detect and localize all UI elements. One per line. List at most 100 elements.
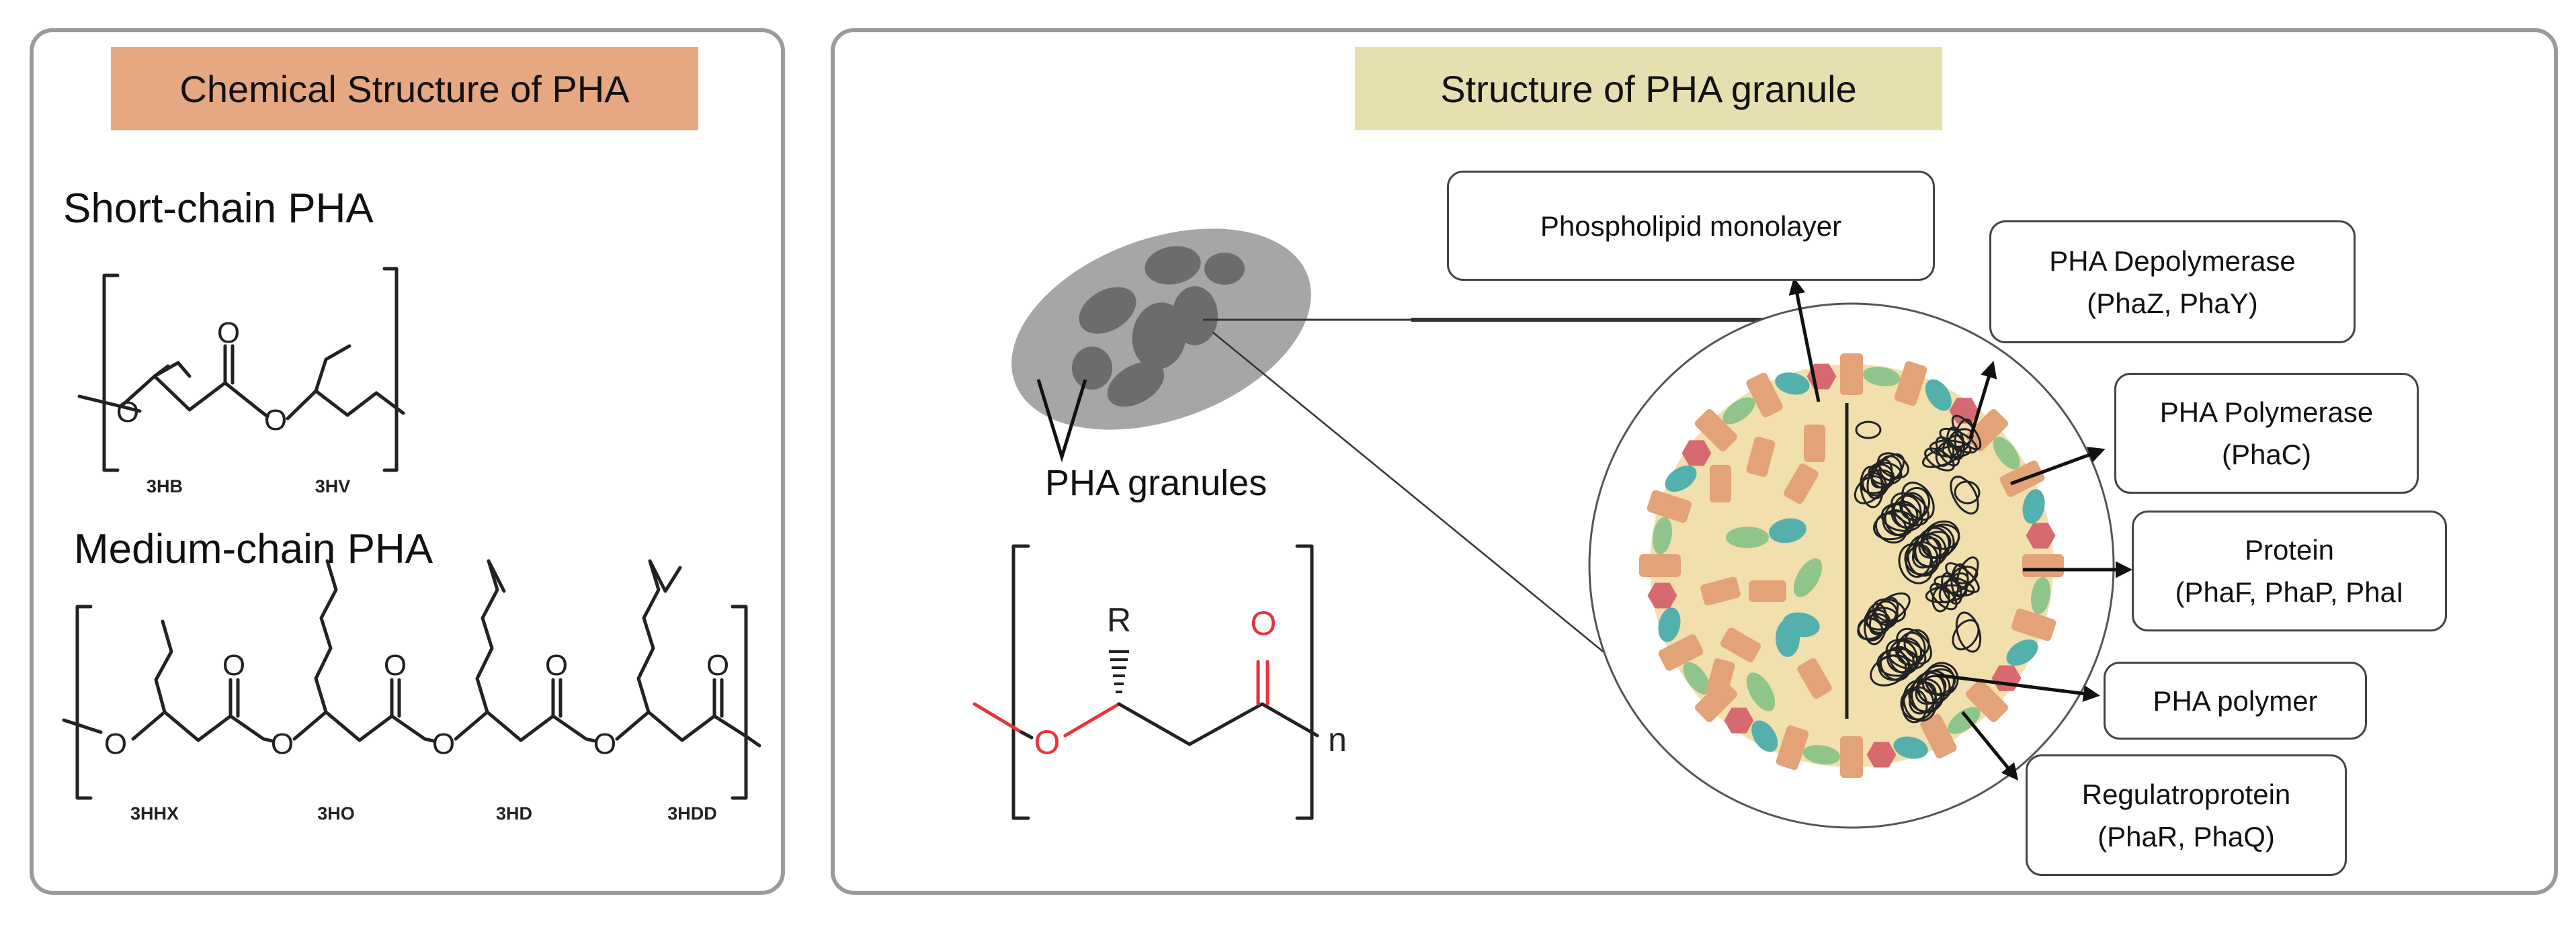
monomer-labels: 3HB 3HV 3HHX 3HO 3HD 3HDD xyxy=(130,476,717,824)
green-protein xyxy=(1793,558,1823,597)
teal-protein xyxy=(1893,736,1928,759)
phasin-protein xyxy=(1710,465,1731,502)
teal-protein xyxy=(1769,518,1806,543)
teal-protein xyxy=(2022,489,2045,524)
phasin-protein xyxy=(1797,658,1832,699)
callout-text: Phospholipid monolayer xyxy=(1540,210,1842,242)
phasin-protein xyxy=(1840,353,1863,395)
polymer-loop xyxy=(1868,461,1903,486)
phasin-protein xyxy=(1966,409,2008,451)
callout-subtext: (PhaZ, PhaY) xyxy=(2087,287,2258,319)
polymer-loop xyxy=(1922,445,1962,468)
phasin-protein xyxy=(1749,580,1786,602)
monomer-label: 3HV xyxy=(315,476,351,496)
atom-o: O xyxy=(222,649,245,682)
regulatory-protein xyxy=(1866,742,1897,768)
arrow-phospholipid xyxy=(1788,277,1821,402)
phasin-protein xyxy=(1966,680,2008,722)
callout-subtext: (PhaR, PhaQ) xyxy=(2097,820,2275,852)
polymer-loop xyxy=(1931,586,1950,613)
phasin-protein xyxy=(2022,554,2064,577)
phasin-protein xyxy=(1706,658,1735,699)
teal-protein xyxy=(2006,639,2038,666)
monomer-label: 3HD xyxy=(496,803,532,824)
polymer-loop xyxy=(1855,421,1882,439)
arrow-polymerase xyxy=(2010,447,2106,486)
green-protein xyxy=(2030,576,2050,615)
green-protein xyxy=(1683,662,1710,695)
green-protein xyxy=(1726,527,1769,548)
granule-pointer-lines xyxy=(1036,379,1087,463)
phasin-protein xyxy=(1776,725,1809,770)
polymer-loop xyxy=(1864,603,1888,646)
polymer-loop xyxy=(1924,447,1955,472)
polymer-loop xyxy=(1950,476,1979,515)
polymer-loop xyxy=(1870,654,1910,687)
pha-polymerase-callout: PHA Polymerase (PhaC) xyxy=(2114,373,2419,494)
phasin-protein xyxy=(1894,361,1927,406)
monomer-label: 3HDD xyxy=(667,803,717,824)
carbonyl-oxygen: O xyxy=(1251,605,1277,642)
phasin-protein xyxy=(1647,490,1692,523)
polymer-loop xyxy=(1904,541,1939,576)
phasin-protein xyxy=(1746,437,1776,477)
regulatory-protein xyxy=(1949,398,1979,424)
pha-depolymerase-callout: PHA Depolymerase (PhaZ, PhaY) xyxy=(1989,220,2356,343)
polymer-loop xyxy=(1900,686,1935,721)
arrow-polymer xyxy=(1936,673,2100,702)
bacterial-cell xyxy=(1011,228,1311,430)
regulatory-protein xyxy=(2026,523,2056,549)
phasin-protein xyxy=(1920,713,1957,759)
ester-oxygen: O xyxy=(1034,723,1061,761)
polymer-loop xyxy=(1872,510,1915,541)
regulatory-protein xyxy=(1647,582,1677,609)
medium-chain-heading: Medium-chain PHA xyxy=(74,526,433,572)
monomer-label: 3HB xyxy=(147,476,183,496)
polymer-loop xyxy=(1880,502,1923,532)
callout-subtext: (PhaC) xyxy=(2221,439,2312,470)
phospholipid-monolayer-callout: Phospholipid monolayer xyxy=(1447,171,1935,281)
green-protein xyxy=(1948,707,1981,734)
teal-protein xyxy=(1751,720,1778,752)
teal-protein xyxy=(1665,466,1697,492)
atom-o: O xyxy=(264,404,287,437)
polymer-loop xyxy=(1877,452,1909,479)
callout-text: PHA polymer xyxy=(2153,685,2318,717)
monomer-label: 3HO xyxy=(317,803,355,824)
phasin-protein xyxy=(1840,736,1863,778)
chemical-structure-title: Chemical Structure of PHA xyxy=(111,47,698,130)
atom-o: O xyxy=(545,649,568,682)
regulatory-protein xyxy=(1724,707,1754,734)
repeat-n-label: n xyxy=(1328,721,1347,758)
phasin-protein xyxy=(1720,627,1761,662)
atom-o: O xyxy=(271,728,294,760)
granule-structure-title: Structure of PHA granule xyxy=(1355,47,1942,130)
phasin-protein xyxy=(1700,576,1741,606)
monomer-label: 3HHX xyxy=(130,803,179,824)
arrow-depolymerase xyxy=(1968,361,1997,439)
phasin-protein xyxy=(1746,372,1783,418)
polymer-loop xyxy=(1857,617,1884,642)
atom-o: O xyxy=(593,728,616,760)
polymer-loop xyxy=(1952,619,1980,651)
polymer-loop xyxy=(1885,638,1927,670)
phasin-protein xyxy=(1658,634,1704,671)
chemical-structure-panel xyxy=(30,28,785,895)
atom-labels: O O O O O O O O O O O R O O n xyxy=(104,316,1347,761)
callout-subtext: (PhaF, PhaP, PhaI xyxy=(2175,576,2404,608)
regulatory-protein xyxy=(1681,440,1712,466)
callout-text: Protein xyxy=(2244,534,2335,566)
teal-protein xyxy=(1775,372,1810,395)
atom-o: O xyxy=(217,316,240,349)
teal-protein xyxy=(1782,612,1820,637)
phasin-protein xyxy=(1784,463,1819,504)
teal-protein xyxy=(1925,379,1952,411)
pha-polymer-callout: PHA polymer xyxy=(2104,662,2367,740)
granule-surface-proteins xyxy=(1639,353,2064,778)
phasin-protein xyxy=(1639,554,1681,577)
green-protein xyxy=(1862,367,1901,387)
callout-arrows xyxy=(1788,277,2132,781)
polymer-loop xyxy=(1898,543,1934,584)
phasin-protein xyxy=(2011,608,2056,642)
